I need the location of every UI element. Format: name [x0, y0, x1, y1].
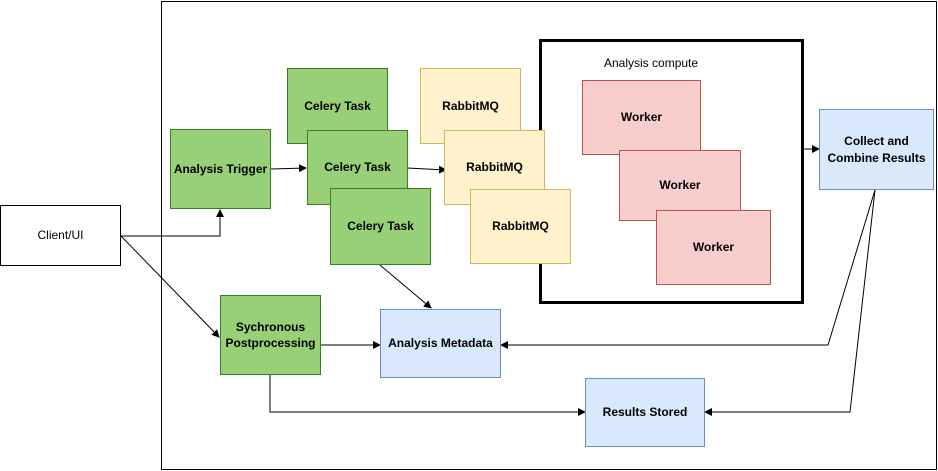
postprocessing-node: Sychronous Postprocessing — [220, 295, 321, 375]
rabbitmq-node-3: RabbitMQ — [470, 189, 571, 264]
edge-collect-to-metadata — [500, 189, 876, 349]
celery-task-node-3: Celery Task — [330, 188, 431, 265]
collect-combine-node: Collect and Combine Results — [819, 109, 934, 190]
analysis-metadata-node: Analysis Metadata — [380, 309, 501, 378]
client-ui-node: Client/UI — [0, 205, 121, 266]
edge-celery-to-metadata — [379, 264, 432, 309]
worker-node-2: Worker — [619, 150, 741, 221]
analysis-trigger-node: Analysis Trigger — [170, 129, 271, 209]
worker-node-1: Worker — [582, 80, 701, 155]
edge-postprocessing-to-results — [269, 375, 586, 416]
edge-client-to-trigger — [121, 209, 224, 237]
worker-node-3: Worker — [656, 210, 771, 285]
edge-celery-to-rabbitmq — [406, 165, 447, 174]
edge-trigger-to-celery — [270, 164, 307, 173]
edge-client-to-postprocessing — [120, 235, 220, 338]
analysis-compute-label: Analysis compute — [604, 56, 699, 70]
edge-collect-to-results — [704, 189, 876, 416]
results-stored-node: Results Stored — [585, 378, 705, 447]
